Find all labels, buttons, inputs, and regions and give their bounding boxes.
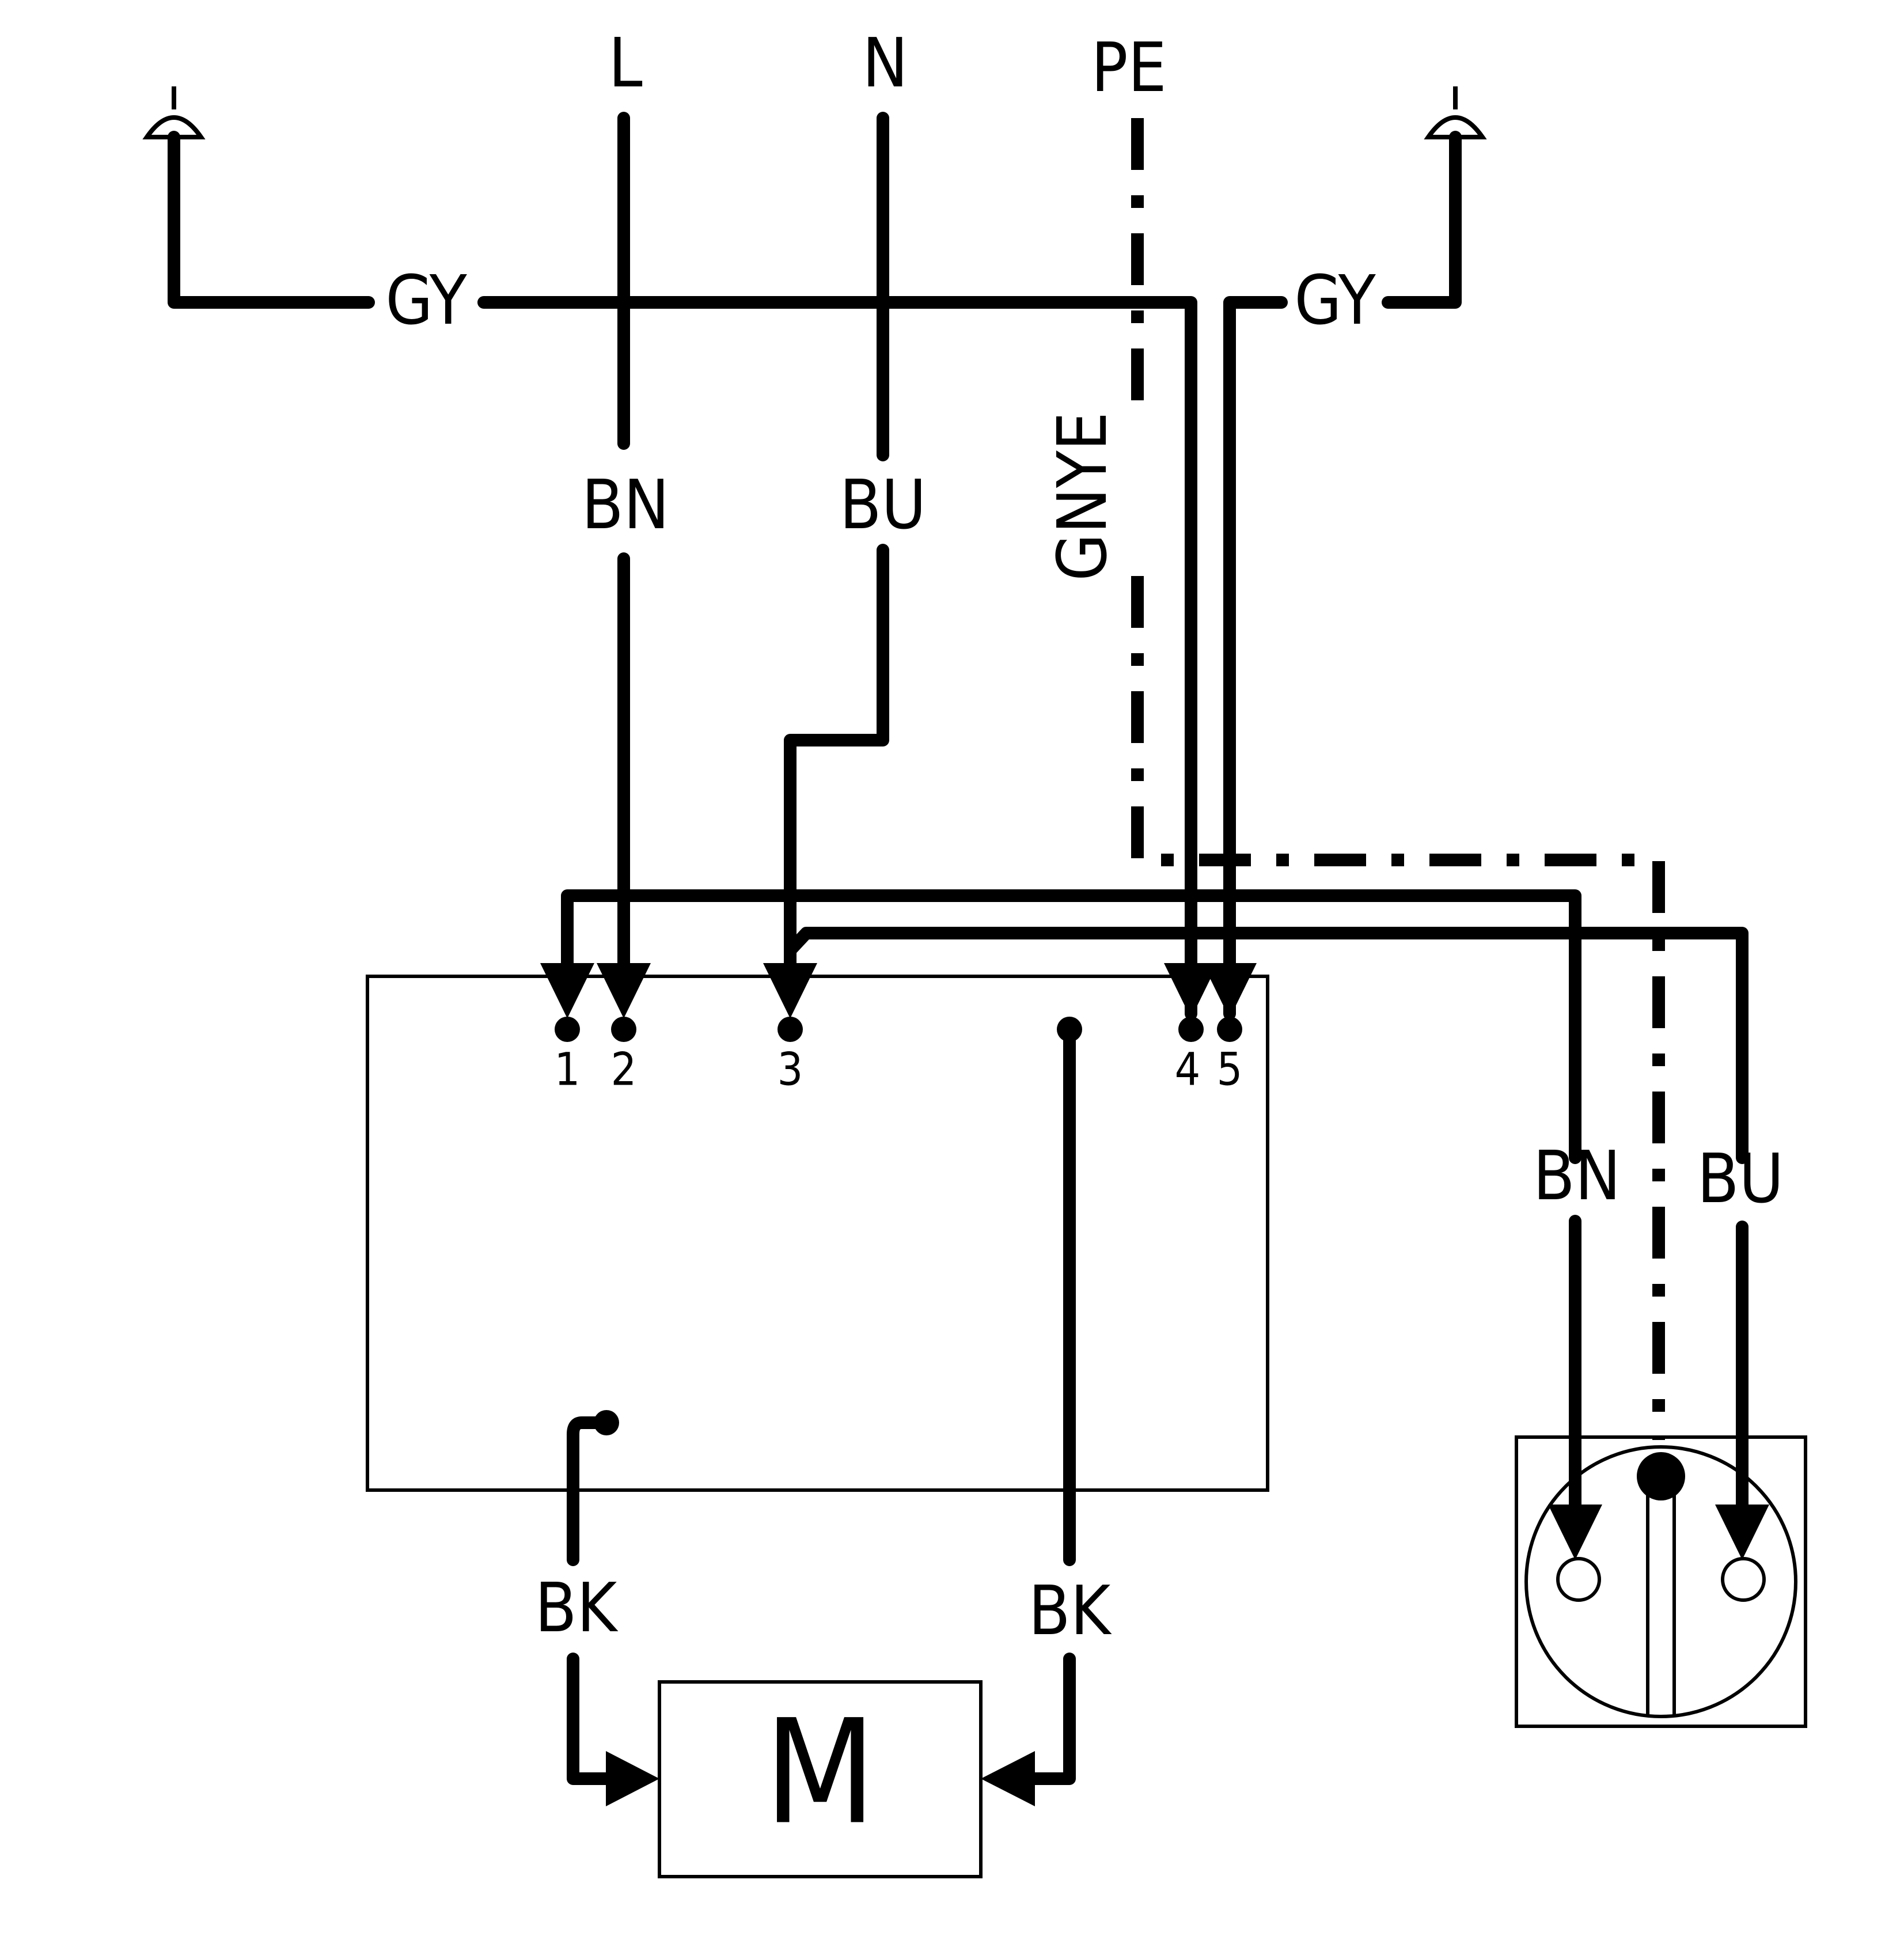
terminal-3-dot	[777, 1017, 803, 1042]
label-pe: PE	[1091, 28, 1166, 107]
arrow-terminal-5	[1203, 963, 1257, 1018]
arrow-socket-bn	[1548, 1505, 1602, 1560]
arrow-terminal-2	[597, 963, 651, 1018]
label-bu-supply: BU	[840, 465, 927, 544]
terminal-1-label: 1	[555, 1044, 581, 1096]
arrow-socket-bu	[1715, 1505, 1769, 1560]
label-gy-right: GY	[1294, 260, 1376, 340]
wire-bk-right	[1016, 1023, 1076, 1785]
terminal-2-dot	[611, 1017, 636, 1042]
arrow-terminal-1	[540, 963, 594, 1018]
label-bk-left: BK	[535, 1568, 619, 1647]
wire-pe-gnye	[1131, 118, 1665, 1440]
terminal-4-label: 4	[1175, 1044, 1201, 1096]
label-gnye: GNYE	[1042, 412, 1122, 581]
label-bn-supply: BN	[582, 465, 669, 544]
wire-n-bu	[784, 112, 889, 992]
wire-socket-bu	[784, 927, 1749, 1550]
arrow-terminal-4	[1164, 963, 1218, 1018]
label-bk-right: BK	[1029, 1571, 1112, 1650]
terminal-1-dot	[555, 1017, 580, 1042]
label-bn-socket: BN	[1533, 1136, 1621, 1215]
wire-bk-left	[567, 1416, 625, 1785]
label-gy-left: GY	[385, 260, 467, 340]
wire-gy-left	[168, 131, 1197, 1020]
motor-label: M	[764, 1688, 876, 1856]
ground-right-icon	[1424, 86, 1487, 139]
motor-box	[658, 1680, 983, 1878]
label-l: L	[608, 23, 642, 103]
socket-icon	[1515, 1435, 1807, 1728]
control-box	[366, 975, 1269, 1492]
arrow-motor-right	[981, 1751, 1035, 1806]
arrow-motor-left	[606, 1751, 659, 1806]
arrow-terminal-3	[763, 963, 817, 1018]
terminal-3-label: 3	[777, 1044, 803, 1096]
terminal-5-label: 5	[1217, 1044, 1243, 1096]
ground-left-icon	[142, 86, 206, 139]
label-n: N	[862, 23, 908, 103]
terminal-4-dot	[1178, 1017, 1204, 1042]
wire-socket-bn	[561, 889, 1581, 1550]
label-bu-socket: BU	[1697, 1139, 1784, 1218]
terminal-5-dot	[1217, 1017, 1242, 1042]
terminal-2-label: 2	[611, 1044, 637, 1096]
wire-gy-right	[1223, 131, 1462, 1020]
